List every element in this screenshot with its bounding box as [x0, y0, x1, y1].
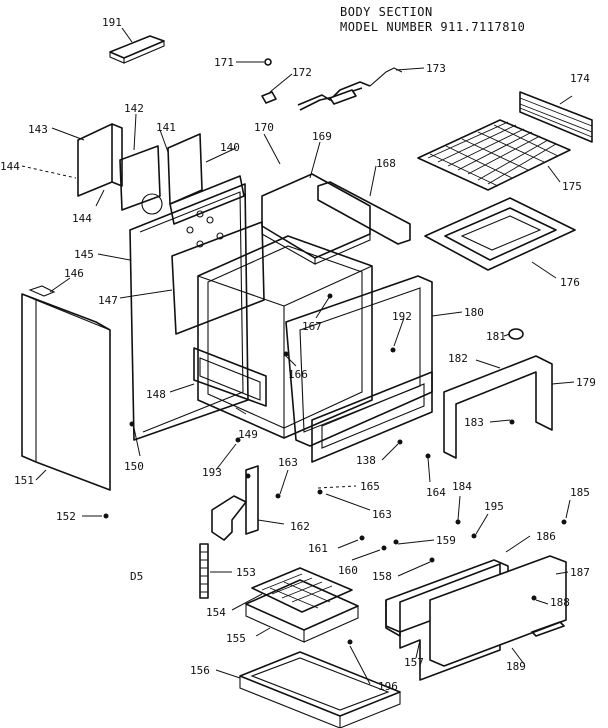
callout-179: 179: [576, 376, 596, 389]
callout-192: 192: [392, 310, 412, 323]
callout-141: 141: [156, 121, 176, 134]
callout-173: 173: [426, 62, 446, 75]
callout-143: 143: [28, 123, 48, 136]
callout-193: 193: [202, 466, 222, 479]
callout-157: 157: [404, 656, 424, 669]
callout-195: 195: [484, 500, 504, 513]
leader-lines: [21, 27, 575, 685]
part-panel-143: [77, 123, 123, 197]
part-body-side-145: [129, 183, 249, 441]
callout-144b: 144: [72, 212, 92, 225]
callout-148: 148: [146, 388, 166, 401]
part-glass-187: [429, 555, 567, 667]
callout-138: 138: [356, 454, 376, 467]
callout-167: 167: [302, 320, 322, 333]
callout-147: 147: [98, 294, 118, 307]
callout-184: 184: [452, 480, 472, 493]
callout-183: 183: [464, 416, 484, 429]
part-door-157: [399, 563, 501, 681]
callout-152: 152: [56, 510, 76, 523]
callout-174: 174: [570, 72, 590, 85]
callout-162: 162: [290, 520, 310, 533]
callout-142: 142: [124, 102, 144, 115]
callout-168: 168: [376, 157, 396, 170]
callout-176: 176: [560, 276, 580, 289]
callout-175: 175: [562, 180, 582, 193]
callout-172: 172: [292, 66, 312, 79]
part-front-frame-180: [285, 275, 433, 463]
part-rack-175: [417, 119, 571, 191]
part-gasket-179: [443, 355, 553, 459]
callout-188: 188: [550, 596, 570, 609]
callout-187: 187: [570, 566, 590, 579]
callout-159: 159: [436, 534, 456, 547]
callout-149: 149: [238, 428, 258, 441]
part-bracket-191: [109, 35, 165, 64]
callout-164: 164: [426, 486, 446, 499]
callout-156: 156: [190, 664, 210, 677]
callout-181: 181: [486, 330, 506, 343]
callout-154: 154: [206, 606, 226, 619]
callout-140: 140: [220, 141, 240, 154]
part-panel-140: [167, 133, 245, 225]
callout-163: 163: [278, 456, 298, 469]
callout-185: 185: [570, 486, 590, 499]
callout-161: 161: [308, 542, 328, 555]
part-hinge-182: [455, 371, 537, 405]
callout-158: 158: [372, 570, 392, 583]
part-pan-176: [424, 197, 576, 271]
diagram-subtitle: MODEL NUMBER 911.7117810: [340, 20, 525, 34]
callout-189: 189: [506, 660, 526, 673]
callout-150: 150: [124, 460, 144, 473]
part-wire-173: [297, 67, 403, 111]
part-grid-154: [251, 567, 353, 613]
part-knob-181: [508, 328, 524, 340]
part-clip-172: [261, 91, 277, 104]
callout-171: 171: [214, 56, 234, 69]
part-shield-142: [119, 145, 163, 215]
part-rack-174: [519, 91, 593, 143]
part-drawer-156: [239, 651, 401, 728]
callout-166: 166: [288, 368, 308, 381]
callout-144: 144: [0, 160, 20, 173]
callout-191: 191: [102, 16, 122, 29]
part-oven-cavity: [197, 235, 373, 439]
part-side-panel-147: [171, 221, 265, 335]
part-lower-panel-148: [193, 347, 267, 407]
callout-153: 153: [236, 566, 256, 579]
callout-186: 186: [536, 530, 556, 543]
callout-163b: 163: [372, 508, 392, 521]
section-code: D5: [130, 570, 143, 583]
callout-146: 146: [64, 267, 84, 280]
callout-labels: 191 171 172 173 174 142 143 141 170 169 …: [0, 16, 596, 693]
callout-182: 182: [448, 352, 468, 365]
callout-151: 151: [14, 474, 34, 487]
part-hinge-162: [211, 465, 259, 541]
callout-155: 155: [226, 632, 246, 645]
part-side-panel-146: [21, 285, 111, 491]
diagram-title: BODY SECTION: [340, 5, 433, 19]
callout-169: 169: [312, 130, 332, 143]
callout-170: 170: [254, 121, 274, 134]
part-strip-189: [531, 621, 565, 637]
hardware-dots: [103, 293, 567, 645]
callout-165: 165: [360, 480, 380, 493]
part-spring-153: [199, 543, 209, 599]
part-top-169: [261, 173, 371, 265]
callout-196: 196: [378, 680, 398, 693]
callout-160: 160: [338, 564, 358, 577]
part-trim-168: [317, 181, 411, 245]
part-screw-171: [264, 58, 272, 66]
callout-180: 180: [464, 306, 484, 319]
part-pan-155: [245, 579, 359, 643]
callout-145: 145: [74, 248, 94, 261]
